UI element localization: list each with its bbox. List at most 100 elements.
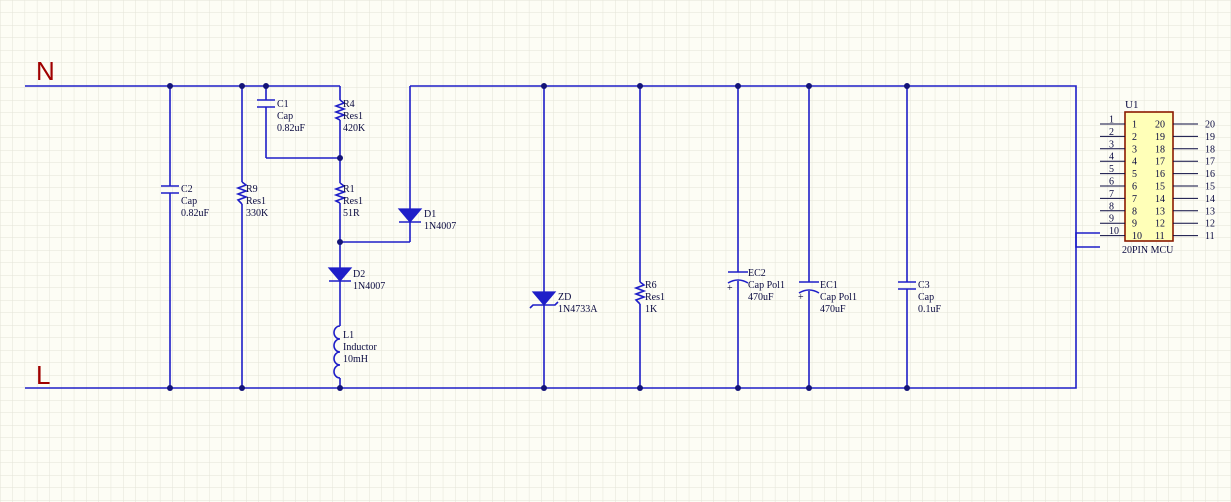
- ec1-type: Cap Pol1: [820, 292, 857, 303]
- mcu-left-pin-inner-label: 7: [1132, 194, 1137, 205]
- u1-ref: U1: [1125, 99, 1138, 111]
- net-label-l: L: [36, 360, 50, 390]
- zd-value: 1N4733A: [558, 304, 598, 315]
- mcu-right-pin-outer-label: 14: [1205, 194, 1215, 205]
- mcu-right-pin-inner-label: 18: [1155, 144, 1165, 155]
- resistor-r4[interactable]: R4 Res1 420K: [333, 99, 366, 134]
- ec2-type: Cap Pol1: [748, 280, 785, 291]
- mcu-left-pin-outer-label: 1: [1109, 115, 1114, 126]
- mcu-left-pin-outer-label: 2: [1109, 127, 1114, 138]
- mcu-left-pin-inner-label: 3: [1132, 144, 1137, 155]
- mcu-left-pin-outer-label: 5: [1109, 164, 1114, 175]
- c1-value: 0.82uF: [277, 123, 306, 134]
- mcu-left-pin-outer-label: 9: [1109, 214, 1114, 225]
- mcu-left-pin-inner-label: 4: [1132, 157, 1137, 168]
- mcu-right-pin-inner-label: 17: [1155, 157, 1165, 168]
- r6-ref: R6: [645, 280, 657, 291]
- resistor-r1[interactable]: R1 Res1 51R: [333, 182, 363, 219]
- mcu-right-pin-outer-label: 16: [1205, 169, 1215, 180]
- ec2-ref: EC2: [748, 268, 766, 279]
- capacitor-c3[interactable]: C3 Cap 0.1uF: [898, 280, 942, 315]
- mcu-left-pin-inner-label: 10: [1132, 231, 1142, 242]
- capacitor-c1[interactable]: C1 Cap 0.82uF: [257, 99, 306, 134]
- mcu-right-pin-outer-label: 17: [1205, 157, 1215, 168]
- mcu-right-pin-outer-label: 13: [1205, 206, 1215, 217]
- diode-d2[interactable]: D2 1N4007: [327, 267, 385, 292]
- c2-type: Cap: [181, 196, 197, 207]
- ec2-value: 470uF: [748, 292, 774, 303]
- d1-value: 1N4007: [424, 221, 456, 232]
- u1-type: 20PIN MCU: [1122, 245, 1174, 256]
- r4-type: Res1: [343, 111, 363, 122]
- inductor-l1[interactable]: L1 Inductor 10mH: [333, 325, 378, 379]
- d1-ref: D1: [424, 209, 436, 220]
- net-label-n: N: [36, 56, 55, 86]
- ec1-plus-sign: +: [798, 292, 804, 303]
- mcu-right-pin-inner-label: 14: [1155, 194, 1165, 205]
- resistor-r9[interactable]: R9 Res1 330K: [235, 181, 269, 219]
- r9-type: Res1: [246, 196, 266, 207]
- c3-ref: C3: [918, 280, 930, 291]
- c3-value: 0.1uF: [918, 304, 942, 315]
- ec2-plus-sign: +: [727, 283, 733, 294]
- d2-value: 1N4007: [353, 281, 385, 292]
- mcu-right-pin-outer-label: 11: [1205, 231, 1215, 242]
- l1-type: Inductor: [343, 342, 378, 353]
- zd-ref: ZD: [558, 292, 571, 303]
- mcu-right-pin-inner-label: 19: [1155, 132, 1165, 143]
- mcu-right-pin-outer-label: 19: [1205, 132, 1215, 143]
- zener-diode-zd[interactable]: ZD 1N4733A: [529, 291, 598, 315]
- electrolytic-capacitor-ec1[interactable]: + EC1 Cap Pol1 470uF: [798, 280, 857, 315]
- ec1-value: 470uF: [820, 304, 846, 315]
- wires: [25, 85, 1100, 389]
- mcu-left-pin-outer-label: 3: [1109, 139, 1114, 150]
- mcu-right-pin-outer-label: 15: [1205, 182, 1215, 193]
- mcu-right-pin-inner-label: 12: [1155, 219, 1165, 230]
- r1-type: Res1: [343, 196, 363, 207]
- d2-ref: D2: [353, 269, 365, 280]
- c2-ref: C2: [181, 184, 193, 195]
- mcu-right-pin-inner-label: 20: [1155, 120, 1165, 131]
- mcu-right-pin-inner-label: 15: [1155, 182, 1165, 193]
- junctions: [167, 83, 910, 391]
- c1-ref: C1: [277, 99, 289, 110]
- c1-type: Cap: [277, 111, 293, 122]
- r1-value: 51R: [343, 208, 360, 219]
- r9-value: 330K: [246, 208, 269, 219]
- mcu-body: [1124, 111, 1174, 242]
- r6-value: 1K: [645, 304, 658, 315]
- capacitor-c2[interactable]: C2 Cap 0.82uF: [161, 184, 210, 219]
- mcu-right-pin-outer-label: 12: [1205, 219, 1215, 230]
- mcu-right-pin-outer-label: 20: [1205, 120, 1215, 131]
- diode-d1[interactable]: D1 1N4007: [397, 208, 456, 232]
- resistor-r6[interactable]: R6 Res1 1K: [633, 280, 665, 315]
- r6-type: Res1: [645, 292, 665, 303]
- mcu-left-pin-inner-label: 6: [1132, 182, 1137, 193]
- r4-value: 420K: [343, 123, 366, 134]
- ec1-ref: EC1: [820, 280, 838, 291]
- mcu-right-pin-inner-label: 16: [1155, 169, 1165, 180]
- r1-ref: R1: [343, 184, 355, 195]
- mcu-left-pin-inner-label: 2: [1132, 132, 1137, 143]
- l1-value: 10mH: [343, 354, 368, 365]
- r9-ref: R9: [246, 184, 258, 195]
- mcu-right-pin-inner-label: 11: [1155, 231, 1165, 242]
- c2-value: 0.82uF: [181, 208, 210, 219]
- mcu-left-pin-outer-label: 6: [1109, 177, 1114, 188]
- mcu-left-pin-outer-label: 4: [1109, 152, 1114, 163]
- mcu-left-pin-inner-label: 5: [1132, 169, 1137, 180]
- mcu-left-pin-inner-label: 8: [1132, 206, 1137, 217]
- r4-ref: R4: [343, 99, 355, 110]
- mcu-right-pin-outer-label: 18: [1205, 144, 1215, 155]
- mcu-left-pin-outer-label: 7: [1109, 189, 1114, 200]
- mcu-left-pin-outer-label: 8: [1109, 201, 1114, 212]
- mcu-left-pin-inner-label: 1: [1132, 120, 1137, 131]
- electrolytic-capacitor-ec2[interactable]: + EC2 Cap Pol1 470uF: [727, 268, 785, 303]
- mcu-left-pin-inner-label: 9: [1132, 219, 1137, 230]
- l1-ref: L1: [343, 330, 354, 341]
- c3-type: Cap: [918, 292, 934, 303]
